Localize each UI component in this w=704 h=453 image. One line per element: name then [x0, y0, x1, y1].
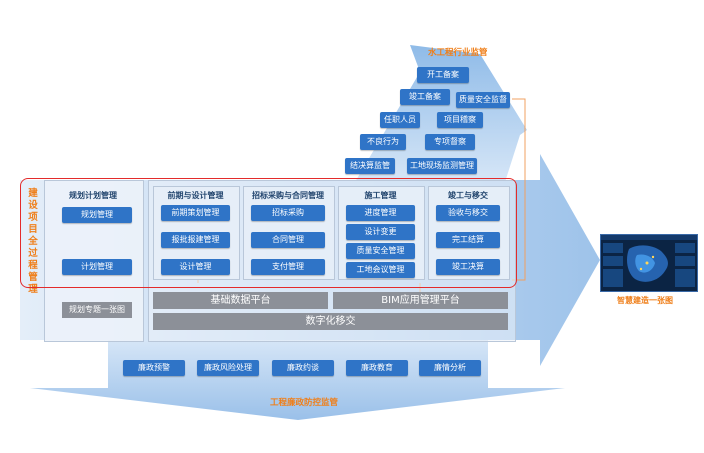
bottom-item-0[interactable]: 廉政预警 [123, 360, 185, 376]
top-item-2[interactable]: 质量安全监督 [456, 92, 510, 108]
lifecycle-item-3-2[interactable]: 竣工决算 [436, 259, 500, 275]
top-item-6[interactable]: 专项督察 [425, 134, 475, 150]
bottom-item-2[interactable]: 廉政约谈 [272, 360, 334, 376]
lifecycle-item-1-1[interactable]: 合同管理 [251, 232, 325, 248]
top-item-5[interactable]: 不良行为 [360, 134, 406, 150]
top-item-4[interactable]: 项目稽察 [437, 112, 483, 128]
top-item-0[interactable]: 开工备案 [417, 67, 469, 83]
top-item-8[interactable]: 工地现场监测管理 [407, 158, 477, 174]
lifecycle-item-0-0[interactable]: 前期策划管理 [161, 205, 230, 221]
lifecycle-item-2-0[interactable]: 进度管理 [346, 205, 415, 221]
lifecycle-item-3-0[interactable]: 验收与移交 [436, 205, 500, 221]
dashboard-map-graphic [601, 235, 697, 287]
dashboard-thumbnail[interactable] [600, 234, 698, 292]
bottom-section-title: 工程廉政防控监管 [270, 398, 339, 408]
planning-item-0[interactable]: 规划管理 [62, 207, 132, 223]
top-item-1[interactable]: 竣工备案 [400, 89, 450, 105]
connector-line-right [512, 98, 526, 281]
bottom-item-3[interactable]: 廉政教育 [346, 360, 408, 376]
lifecycle-column-title-0: 前期与设计管理 [167, 191, 224, 200]
top-section-title: 水工程行业监管 [428, 48, 488, 58]
top-item-7[interactable]: 结决算监管 [345, 158, 395, 174]
bim-platform[interactable]: BIM应用管理平台 [333, 292, 508, 309]
bottom-item-4[interactable]: 廉情分析 [419, 360, 481, 376]
lifecycle-item-2-1[interactable]: 设计变更 [346, 224, 415, 240]
lifecycle-item-1-2[interactable]: 支付管理 [251, 259, 325, 275]
bottom-item-1[interactable]: 廉政风险处理 [197, 360, 259, 376]
lifecycle-item-3-1[interactable]: 完工结算 [436, 232, 500, 248]
down-arrow-shape [30, 340, 565, 420]
dashboard-caption: 智慧建造一张图 [617, 296, 673, 305]
planning-column-title: 规划计划管理 [69, 191, 117, 200]
basic-data-platform[interactable]: 基础数据平台 [153, 292, 328, 309]
lifecycle-item-0-2[interactable]: 设计管理 [161, 259, 230, 275]
digital-handover[interactable]: 数字化移交 [153, 313, 508, 330]
lifecycle-vertical-label: 建设项目全过程管理 [28, 188, 38, 295]
planning-footer-button[interactable]: 规划专题一张图 [62, 302, 132, 318]
lifecycle-item-2-2[interactable]: 质量安全管理 [346, 243, 415, 259]
lifecycle-item-0-1[interactable]: 报批报建管理 [161, 232, 230, 248]
planning-item-1[interactable]: 计划管理 [62, 259, 132, 275]
lifecycle-column-title-1: 招标采购与合同管理 [252, 191, 324, 200]
top-item-3[interactable]: 任职人员 [380, 112, 420, 128]
lifecycle-item-2-3[interactable]: 工地会议管理 [346, 262, 415, 278]
lifecycle-highlight-frame [20, 178, 517, 288]
lifecycle-item-1-0[interactable]: 招标采购 [251, 205, 325, 221]
lifecycle-column-title-3: 竣工与移交 [448, 191, 488, 200]
lifecycle-column-title-2: 施工管理 [364, 191, 397, 200]
